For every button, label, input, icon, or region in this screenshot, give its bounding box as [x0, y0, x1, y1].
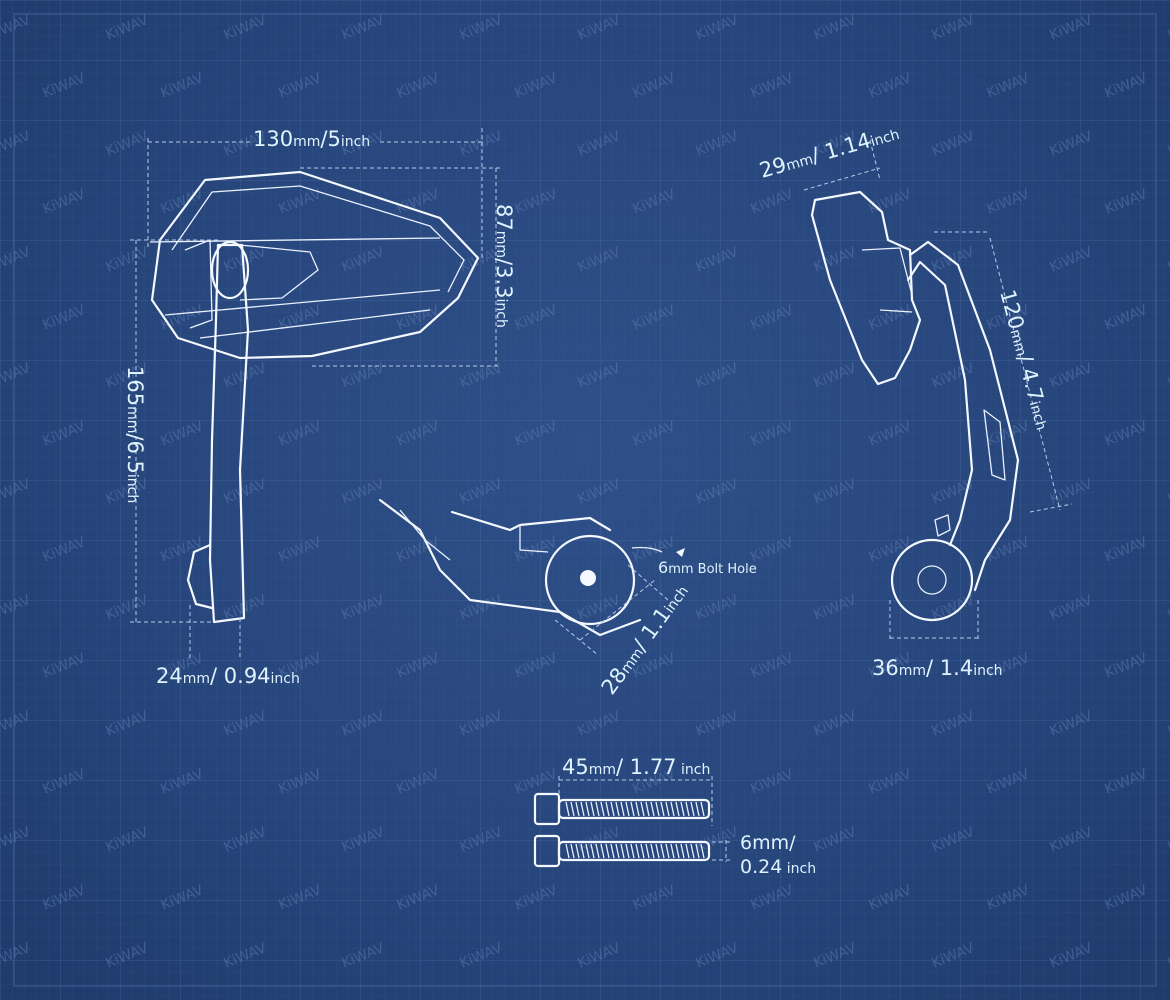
bolt-thread-line	[660, 801, 665, 817]
clamp-view	[378, 498, 685, 637]
bolt-thread-line	[700, 801, 705, 817]
bolt-thread-line	[700, 843, 705, 859]
bolt-thread-line	[650, 843, 655, 859]
bolt-thread-line	[570, 843, 575, 859]
watermark-text: KiWAV	[1166, 244, 1170, 276]
side-view-mirror	[810, 190, 1020, 622]
bolt-thread-line	[565, 801, 570, 817]
bolt-thread-line	[675, 801, 680, 817]
bolt-thread-line	[600, 843, 605, 859]
bolt-thread-line	[625, 801, 630, 817]
bolt-thread-line	[685, 843, 690, 859]
watermark-text: KiWAV	[1166, 592, 1170, 624]
bolt-thread-line	[660, 843, 665, 859]
bolt-thread-line	[580, 801, 585, 817]
front-view-dimension-lines	[130, 128, 500, 660]
bolt-thread-line	[610, 843, 615, 859]
bolt-thread-line	[655, 801, 660, 817]
bolt-thread-line	[695, 843, 700, 859]
base-label: 24mm/ 0.94inch	[156, 664, 300, 688]
watermark-text: KiWAV	[1166, 12, 1170, 44]
front-view-mirror	[149, 170, 480, 624]
bolt-thread-line	[685, 801, 690, 817]
bolt-thread-line	[665, 843, 670, 859]
bolt-diameter-label: 6mm/	[740, 832, 796, 854]
bolt-thread-line	[585, 843, 590, 859]
bolt-thread-line	[575, 801, 580, 817]
bolt-thread-line	[590, 801, 595, 817]
clamp-dimension-lines	[554, 564, 669, 656]
bolt-thread-line	[590, 843, 595, 859]
bolt-thread-line	[680, 801, 685, 817]
bolt-dimension-lines	[558, 776, 732, 862]
bolt-thread-line	[625, 843, 630, 859]
bolt-length-label: 45mm/ 1.77 inch	[562, 755, 710, 779]
bolt-thread-line	[645, 843, 650, 859]
bolt-hole-label: 6mm Bolt Hole	[658, 558, 757, 577]
watermark-text: KiWAV	[1166, 708, 1170, 740]
bolt-thread-line	[615, 843, 620, 859]
watermark-text: KiWAV	[1166, 940, 1170, 972]
mount-label: 36mm/ 1.4inch	[872, 656, 1003, 680]
watermark-text: KiWAV	[1166, 360, 1170, 392]
bolt-thread-line	[610, 801, 615, 817]
mounting-bolts	[533, 792, 711, 868]
bolt-thread-line	[675, 843, 680, 859]
bolt-thread-line	[575, 843, 580, 859]
bolt-thread-line	[670, 801, 675, 817]
width-label: 130mm/5inch	[253, 127, 370, 151]
height-label: 87mm/3.3inch	[492, 204, 516, 328]
bolt-thread-line	[565, 843, 570, 859]
bolt-thread-line	[620, 843, 625, 859]
bolt-thread-line	[620, 801, 625, 817]
bolt-thread-line	[665, 801, 670, 817]
bolt-thread-line	[690, 843, 695, 859]
bolt-thread-line	[690, 801, 695, 817]
bolt-thread-line	[650, 801, 655, 817]
blueprint-border	[13, 13, 1157, 987]
bolt-thread-line	[640, 801, 645, 817]
bolt-thread-line	[640, 843, 645, 859]
bolt-thread-line	[595, 801, 600, 817]
bolt-thread-line	[605, 843, 610, 859]
bolt-thread-line	[595, 843, 600, 859]
bolt-thread-line	[635, 801, 640, 817]
bolt-thread-line	[695, 801, 700, 817]
watermark-text: KiWAV	[1166, 824, 1170, 856]
bolt-thread-line	[630, 801, 635, 817]
bolt-thread-line	[600, 801, 605, 817]
bolt-thread-line	[680, 843, 685, 859]
bolt-thread-line	[585, 801, 590, 817]
bolt-thread-line	[580, 843, 585, 859]
length-label: 165mm/6.5inch	[123, 366, 147, 503]
bolt-thread-line	[605, 801, 610, 817]
bolt-thread-line	[655, 843, 660, 859]
watermark-layer: KiWAV KiWAV KiWAV KiWAV KiWAV KiWAV KiWAV KiWAV…	[0, 12, 1170, 1000]
bolt-thread-line	[630, 843, 635, 859]
bolt-thread-line	[635, 843, 640, 859]
side-view-dimension-lines	[803, 139, 1073, 642]
bolt-thread-line	[670, 843, 675, 859]
watermark-text: KiWAV	[1166, 128, 1170, 160]
bolt-thread-line	[570, 801, 575, 817]
bolt-diameter-inch-label: 0.24 inch	[740, 856, 816, 878]
bolt-thread-line	[615, 801, 620, 817]
bolt-thread-line	[645, 801, 650, 817]
watermark-text: KiWAV	[1166, 476, 1170, 508]
